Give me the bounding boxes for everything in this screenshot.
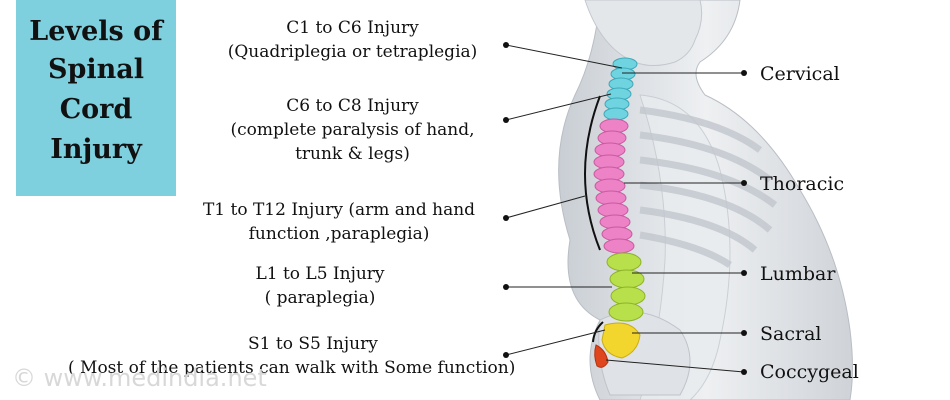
lumbar-spine bbox=[606, 252, 646, 322]
level-coccygeal: Coccygeal bbox=[760, 361, 859, 383]
injury-l1-l5-line-1: L1 to L5 Injury bbox=[255, 264, 385, 284]
injury-leader-lines bbox=[505, 44, 623, 356]
level-leader-lines bbox=[605, 72, 745, 373]
injury-c6-c8-line-1: C6 to C8 Injury bbox=[286, 96, 419, 116]
region-brackets bbox=[584, 95, 604, 343]
title-line-1: Levels of bbox=[29, 16, 163, 47]
level-lumbar: Lumbar bbox=[760, 263, 836, 285]
injury-l1-l5: L1 to L5 Injury ( paraplegia) bbox=[230, 262, 410, 310]
title-box: Levels of Spinal Cord Injury bbox=[16, 0, 176, 196]
rib-cage bbox=[639, 106, 778, 268]
injury-t1-t12-line-1: T1 to T12 Injury (arm and hand bbox=[202, 200, 476, 220]
injury-c1-c6-line-2: (Quadriplegia or tetraplegia) bbox=[227, 42, 478, 62]
injury-s1-s5-line-2: ( Most of the patients can walk with Som… bbox=[68, 358, 516, 378]
injury-s1-s5-line-1: S1 to S5 Injury bbox=[248, 334, 378, 354]
injury-c6-c8-line-3: trunk & legs) bbox=[295, 144, 410, 164]
thoracic-spine bbox=[593, 118, 635, 254]
injury-c1-c6-line-1: C1 to C6 Injury bbox=[286, 18, 419, 38]
title-line-4: Injury bbox=[50, 134, 142, 165]
injury-c1-c6: C1 to C6 Injury (Quadriplegia or tetrapl… bbox=[210, 16, 495, 64]
level-leader-dots bbox=[741, 70, 747, 375]
injury-l1-l5-line-2: ( paraplegia) bbox=[264, 288, 376, 308]
injury-c6-c8-line-2: (complete paralysis of hand, bbox=[230, 120, 475, 140]
level-cervical: Cervical bbox=[760, 63, 840, 85]
title-line-2: Spinal bbox=[47, 54, 145, 85]
sacrum bbox=[601, 322, 641, 359]
cervical-spine bbox=[603, 57, 638, 121]
level-sacral: Sacral bbox=[760, 323, 822, 345]
level-thoracic: Thoracic bbox=[760, 173, 845, 195]
injury-s1-s5: S1 to S5 Injury ( Most of the patients c… bbox=[68, 332, 515, 380]
head-silhouette bbox=[584, 0, 703, 66]
injury-t1-t12: T1 to T12 Injury (arm and hand function … bbox=[180, 198, 498, 246]
injury-c6-c8: C6 to C8 Injury (complete paralysis of h… bbox=[210, 94, 495, 166]
title-line-3: Cord bbox=[59, 94, 133, 125]
watermark: © www.medindia.net bbox=[12, 364, 267, 392]
injury-t1-t12-line-2: function ,paraplegia) bbox=[248, 224, 430, 244]
injury-leader-dots bbox=[503, 42, 509, 358]
coccyx bbox=[594, 344, 609, 368]
